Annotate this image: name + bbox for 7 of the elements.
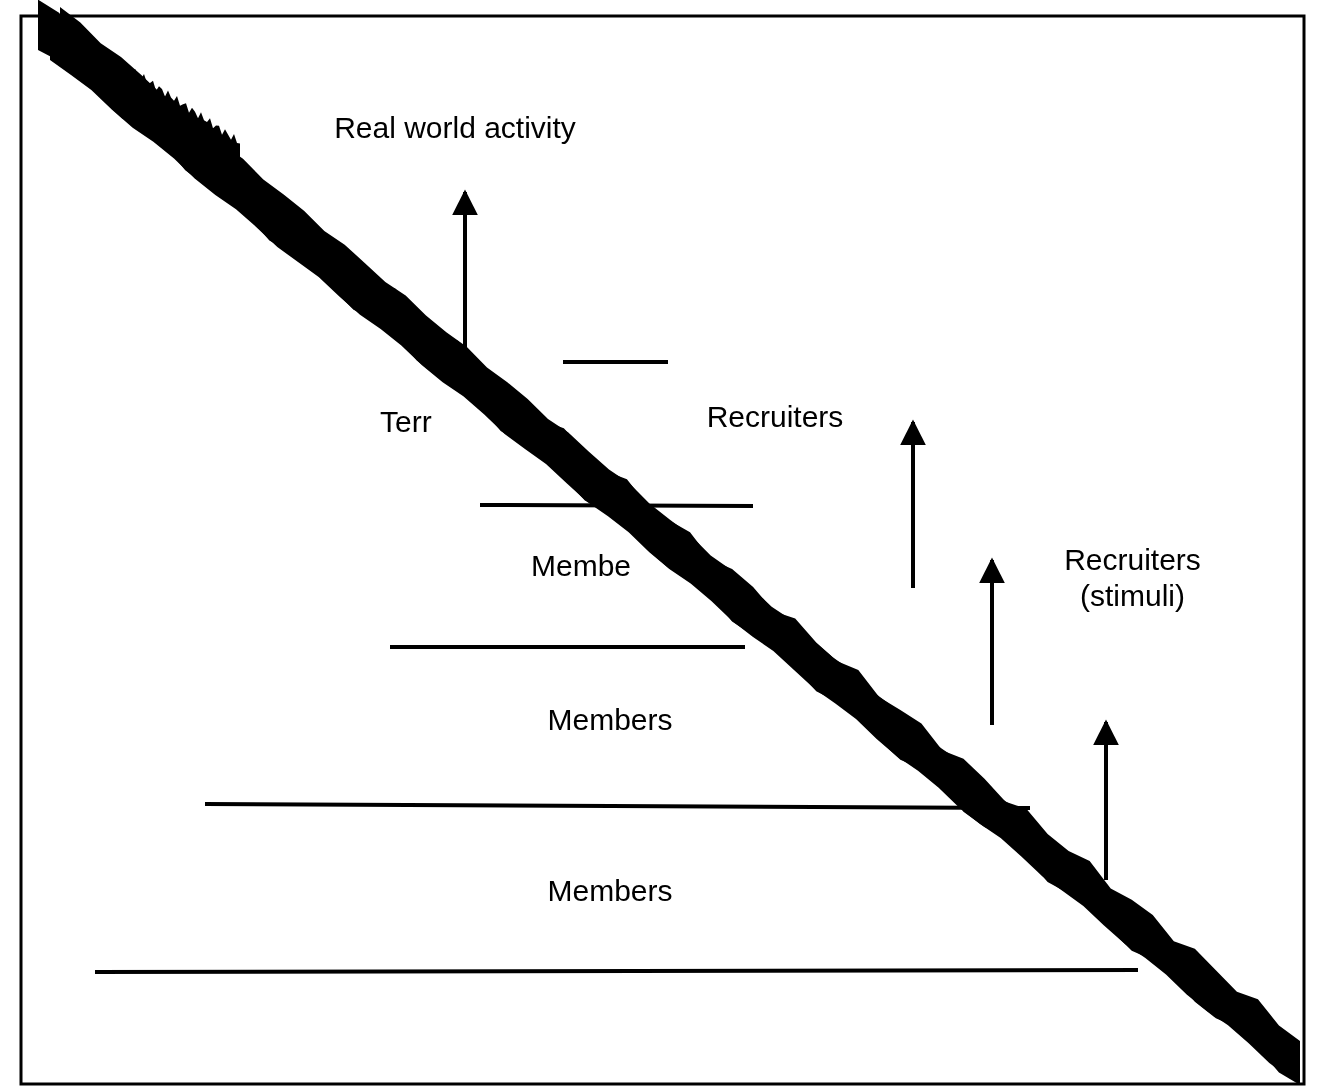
text-label: Members xyxy=(546,702,674,738)
text-label: Recruiters xyxy=(705,399,845,435)
text-label: Terr xyxy=(380,404,433,440)
text-label: Recruiters (stimuli) xyxy=(1063,542,1202,614)
text-label: Members xyxy=(546,873,674,909)
text-label: Real world activity xyxy=(333,110,577,146)
text-label: Membe xyxy=(531,548,631,584)
